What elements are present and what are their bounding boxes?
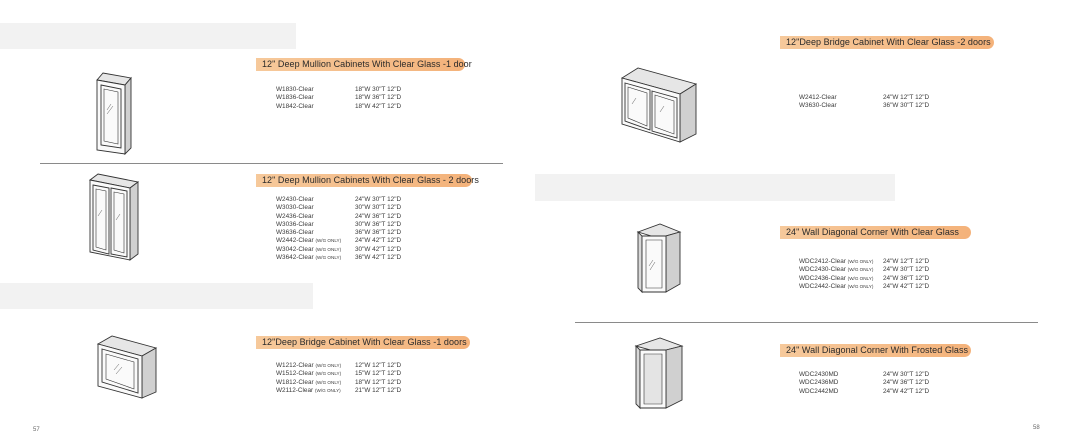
dimensions: 12"W 12"T 12"D <box>355 362 402 369</box>
model-code: WDC2442MD <box>799 387 839 395</box>
model-code: W1812-Clear (W/G ONLY) <box>276 379 341 387</box>
model-code: W3630-Clear <box>799 102 837 110</box>
model-code: WDC2430MD <box>799 371 839 378</box>
page-number-right: 58 <box>1033 425 1040 431</box>
divider-left <box>40 163 503 164</box>
dimensions: 24"W 42"T 12"D <box>883 282 930 290</box>
model-note: (W/G ONLY) <box>315 246 342 252</box>
bridge-cabinet-single-door-image <box>96 335 158 399</box>
model-note: (W/G ONLY) <box>314 387 341 393</box>
section-title-pill: 12"Deep Bridge Cabinet With Clear Glass … <box>780 36 994 49</box>
section-title: 12"Deep Bridge Cabinet With Clear Glass … <box>786 37 991 47</box>
mid-band-right <box>535 174 895 201</box>
dimensions: 21"W 12"T 12"D <box>355 386 402 394</box>
model-note: (W/G ONLY) <box>315 379 342 385</box>
model-code: WDC2442-Clear (W/G ONLY) <box>799 283 873 291</box>
section-title: 24" Wall Diagonal Corner With Frosted Gl… <box>786 345 969 355</box>
model-code: W2436-Clear <box>276 212 314 220</box>
mid-band-left <box>0 283 313 309</box>
divider-right <box>575 322 1038 323</box>
dimensions: 24"W 12"T 12"D <box>883 94 930 101</box>
model-code: WDC2436-Clear (W/G ONLY) <box>799 275 873 283</box>
dimensions: 18"W 36"T 12"D <box>355 94 402 102</box>
model-code-text: WDC2436-Clear <box>799 274 846 282</box>
model-code: W1830-Clear <box>276 86 314 93</box>
model-code: W2430-Clear <box>276 196 314 203</box>
model-note: (W/G ONLY) <box>315 363 342 368</box>
model-code: W3042-Clear (W/G ONLY) <box>276 246 341 254</box>
cabinet-single-door-image <box>96 72 132 156</box>
dimensions: 24"W 42"T 12"D <box>355 237 402 245</box>
model-code: W1512-Clear (W/G ONLY) <box>276 370 341 378</box>
model-code-text: WDC2442-Clear <box>799 282 846 290</box>
dimensions: 15"W 12"T 12"D <box>355 370 402 378</box>
page-number-left: 57 <box>33 427 40 433</box>
model-code: W1842-Clear <box>276 102 314 110</box>
model-code: WDC2412-Clear (W/G ONLY) <box>799 258 873 266</box>
dimensions: 30"W 42"T 12"D <box>355 245 402 253</box>
model-code-text: W1812-Clear <box>276 378 314 386</box>
model-code: W3636-Clear <box>276 229 314 237</box>
section-title-pill: 12" Deep Mullion Cabinets With Clear Gla… <box>256 174 479 187</box>
dimensions: 24"W 30"T 12"D <box>883 266 930 274</box>
cabinet-double-door-image <box>88 173 140 261</box>
model-note: (W/G ONLY) <box>315 255 342 261</box>
dimensions: 36"W 30"T 12"D <box>883 102 930 110</box>
section-title: 24" Wall Diagonal Corner With Clear Glas… <box>786 227 959 237</box>
header-band-left <box>0 23 296 49</box>
dimensions: 30"W 36"T 12"D <box>355 220 402 228</box>
model-code-text: W2442-Clear <box>276 237 314 245</box>
model-note: (W/G ONLY) <box>847 259 874 264</box>
dimensions: 30"W 30"T 12"D <box>355 204 402 212</box>
dimensions: 24"W 42"T 12"D <box>883 387 930 395</box>
model-note: (W/G ONLY) <box>315 371 342 377</box>
model-code: W1212-Clear (W/G ONLY) <box>276 362 341 370</box>
model-code-text: W2112-Clear <box>276 386 314 394</box>
model-note: (W/G ONLY) <box>847 283 874 289</box>
section-title: 12"Deep Bridge Cabinet With Clear Glass … <box>262 337 467 347</box>
section-title-pill: 24" Wall Diagonal Corner With Clear Glas… <box>780 226 971 239</box>
model-code: WDC2436MD <box>799 379 839 387</box>
model-code-text: W1212-Clear <box>276 362 314 369</box>
dimensions: 24"W 36"T 12"D <box>355 212 402 220</box>
diagonal-corner-cabinet-clear-image <box>636 223 682 294</box>
model-code: W3642-Clear (W/G ONLY) <box>276 254 341 262</box>
model-code-text: WDC2412-Clear <box>799 258 846 265</box>
model-code: W2112-Clear (W/G ONLY) <box>276 387 341 395</box>
dimensions: 36"W 36"T 12"D <box>355 229 402 237</box>
model-code: W3036-Clear <box>276 220 314 228</box>
model-code-text: W3642-Clear <box>276 254 314 262</box>
dimensions: 24"W 30"T 12"D <box>355 196 402 203</box>
model-code-text: WDC2430-Clear <box>799 266 846 274</box>
section-title-pill: 12" Deep Mullion Cabinets With Clear Gla… <box>256 58 472 71</box>
model-code: W2442-Clear (W/G ONLY) <box>276 237 341 245</box>
model-note: (W/G ONLY) <box>315 238 342 244</box>
section-title: 12" Deep Mullion Cabinets With Clear Gla… <box>262 59 472 69</box>
bridge-cabinet-double-door-image <box>620 67 698 143</box>
dimensions: 18"W 42"T 12"D <box>355 102 402 110</box>
dimensions: 24"W 36"T 12"D <box>883 379 930 387</box>
model-code-text: W3042-Clear <box>276 245 314 253</box>
model-code: W2412-Clear <box>799 94 837 101</box>
model-note: (W/G ONLY) <box>847 275 874 281</box>
dimensions: 24"W 36"T 12"D <box>883 274 930 282</box>
dimensions: 24"W 12"T 12"D <box>883 258 930 265</box>
model-note: (W/G ONLY) <box>847 267 874 273</box>
section-title-pill: 12"Deep Bridge Cabinet With Clear Glass … <box>256 336 470 349</box>
dimensions: 18"W 12"T 12"D <box>355 378 402 386</box>
diagonal-corner-cabinet-frosted-image <box>634 337 684 410</box>
section-title: 12" Deep Mullion Cabinets With Clear Gla… <box>262 175 479 185</box>
model-code: W3030-Clear <box>276 204 314 212</box>
model-code: W1836-Clear <box>276 94 314 102</box>
dimensions: 36"W 42"T 12"D <box>355 254 402 262</box>
model-code: WDC2430-Clear (W/G ONLY) <box>799 266 873 274</box>
dimensions: 24"W 30"T 12"D <box>883 371 930 378</box>
dimensions: 18"W 30"T 12"D <box>355 86 402 93</box>
model-code-text: W1512-Clear <box>276 370 314 378</box>
section-title-pill: 24" Wall Diagonal Corner With Frosted Gl… <box>780 344 971 357</box>
